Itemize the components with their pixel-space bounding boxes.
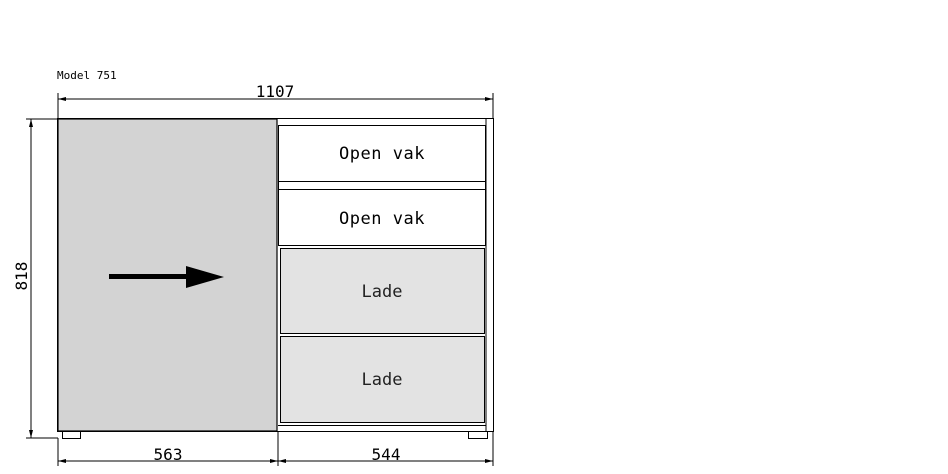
open-compartment-2 bbox=[278, 189, 486, 246]
dimension-right-width: 544 bbox=[278, 431, 494, 466]
drawer-2 bbox=[280, 336, 485, 423]
shelf-1 bbox=[278, 181, 486, 190]
right-arrow-icon bbox=[109, 266, 224, 288]
dimension-right-width-label: 544 bbox=[372, 445, 401, 464]
dimension-total-width: 1107 bbox=[57, 82, 494, 120]
dimension-height: 818 bbox=[12, 118, 58, 439]
open-compartment-1 bbox=[278, 125, 486, 182]
drawer-1 bbox=[280, 248, 485, 334]
model-label: Model 751 bbox=[57, 69, 117, 82]
dimension-total-width-label: 1107 bbox=[256, 82, 295, 101]
open-compartment-2-label: Open vak bbox=[339, 209, 425, 229]
dimension-left-width: 563 bbox=[57, 431, 279, 466]
dimension-height-label: 818 bbox=[12, 262, 31, 291]
drawer-2-label: Lade bbox=[362, 370, 403, 390]
foot-right bbox=[468, 431, 488, 439]
drawer-1-label: Lade bbox=[362, 282, 403, 302]
open-compartment-1-label: Open vak bbox=[339, 144, 425, 164]
foot-left bbox=[62, 431, 81, 439]
dimension-left-width-label: 563 bbox=[154, 445, 183, 464]
